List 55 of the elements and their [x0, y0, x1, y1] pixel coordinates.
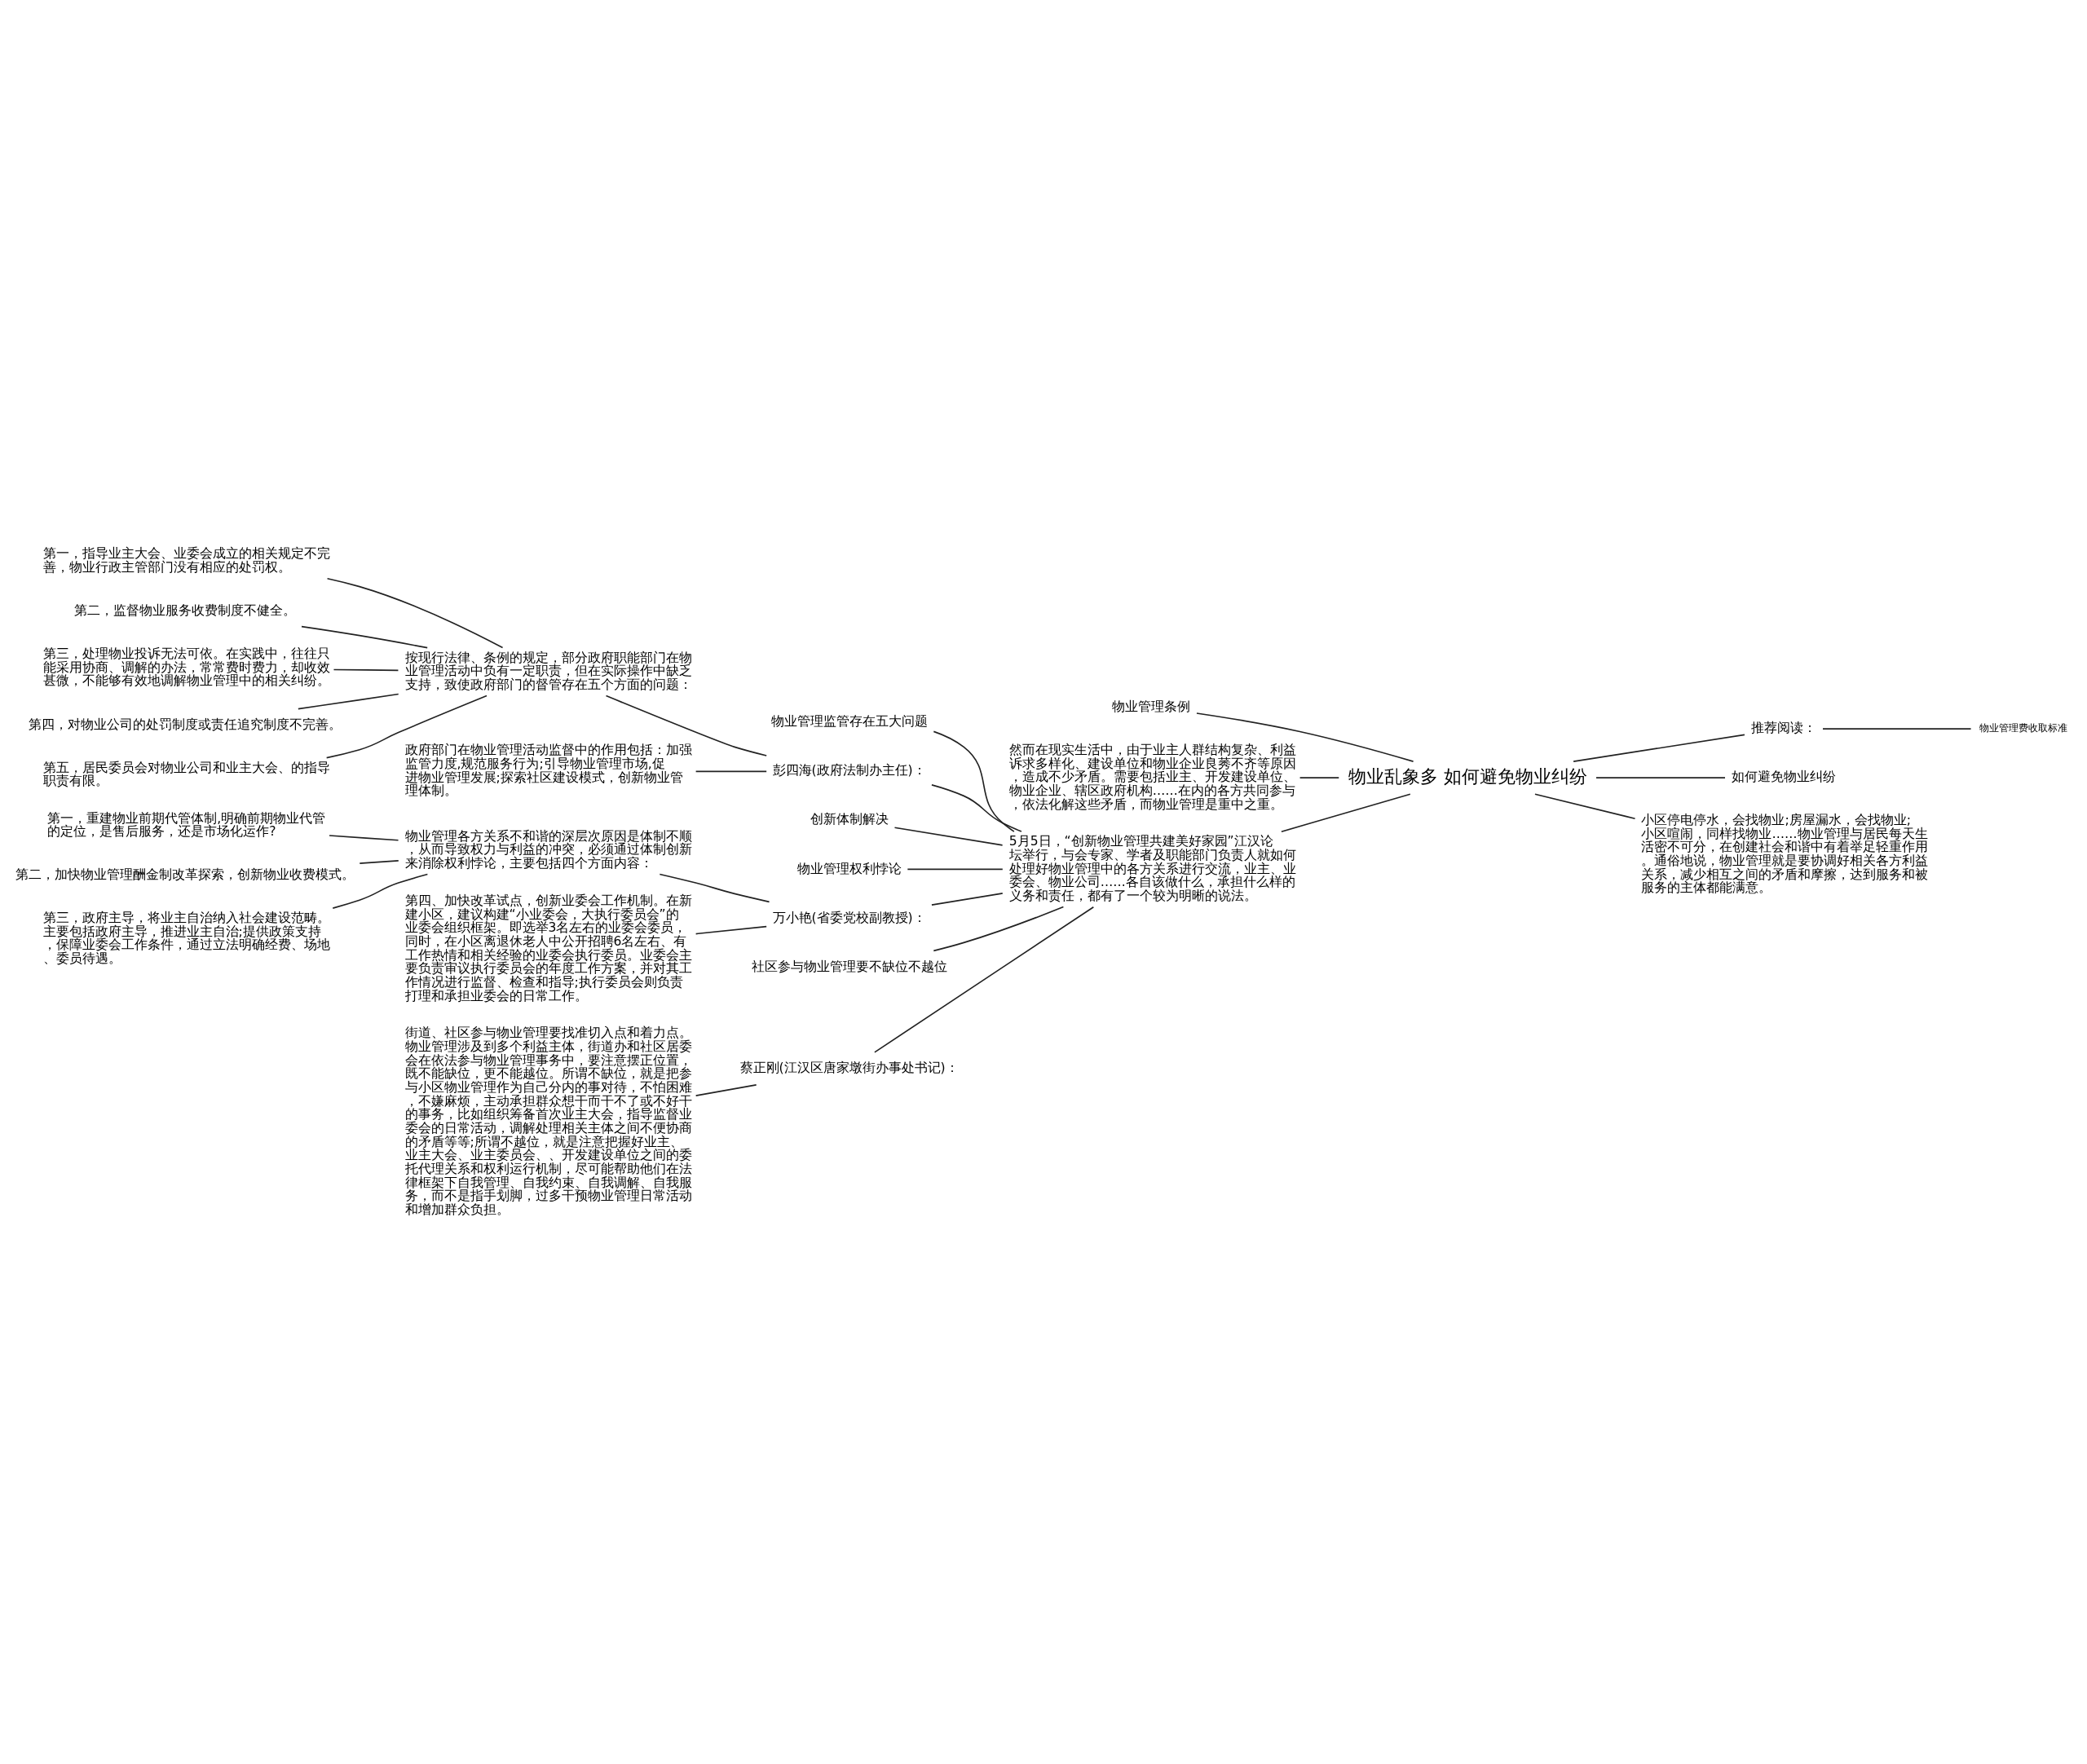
connector — [332, 873, 429, 909]
connector — [931, 892, 1004, 906]
node-text: 第五，居民委员会对物业公司和业主大会、的指导职责有限。 — [42, 760, 330, 788]
node-text: 小区停电停水，会找物业;房屋漏水，会找物业;小区喧闹，同样找物业……物业管理与居民每天生活密不可分，在创建社会和谐中有着举足轻重作用。通俗地说，物业管理就是要协调好相关各方利益关系，减少相互之间的矛盾和摩擦，达到服务和被服务的主体都能满意。 — [1641, 812, 1929, 895]
node-text: 万小艳(省委党校副教授)： — [772, 910, 926, 925]
node-text: 社区参与物业管理要不缺位不越位 — [751, 959, 947, 974]
node-text: 物业管理各方关系不和谐的深层次原因是体制不顺，从而导致权力与利益的冲突，必须通过体制创新来消除权利悖论，主要包括四个方面内容： — [404, 827, 692, 871]
connector — [325, 695, 488, 758]
node-text: 蔡正刚(江汉区唐家墩街办事处书记)： — [739, 1060, 959, 1075]
connector — [931, 783, 1022, 832]
connector — [333, 668, 399, 671]
node-text: 政府部门在物业管理活动监督中的作用包括：加强监管力度,规范服务行为;引导物业管理市场,促进物业管理发展;探索社区建设模式，创新物业管理体制。 — [404, 742, 692, 798]
connector — [1595, 776, 1726, 778]
connector — [605, 695, 768, 756]
node-text: 然而在现实生活中，由于业主人群结构复杂、利益诉求多样化、建设单位和物业企业良莠不齐等原因，造成不少矛盾。需要包括业主、开发建设单位、物业企业、辖区政府机构……在内的各方共同参与，依法化解这些矛盾，而物业管理是重中之重。 — [1008, 742, 1296, 812]
connector — [301, 625, 429, 648]
connector — [695, 770, 767, 772]
connector — [359, 859, 399, 864]
node-text: 第一，指导业主大会、业委会成立的相关规定不完善，物业行政主管部门没有相应的处罚权。 — [42, 545, 330, 575]
connector — [329, 834, 399, 841]
connector — [1281, 792, 1411, 832]
node-text: 第一，重建物业前期代管体制,明确前期物业代管的定位，是售后服务，还是市场化运作? — [47, 810, 326, 839]
connector — [1534, 792, 1636, 819]
connector — [874, 906, 1095, 1053]
connector — [893, 826, 1004, 846]
node-text: 如何避免物业纠纷 — [1731, 769, 1836, 784]
node-text: 第三，政府主导，将业主自治纳入社会建设范畴。主要包括政府主导，推进业主自治;提供政策支持，保障业委会工作条件，通过立法明确经费、场地、委员待遇。 — [42, 910, 330, 966]
connector — [298, 693, 399, 709]
connector — [1196, 712, 1414, 762]
node-text: 物业管理监管存在五大问题 — [770, 713, 928, 729]
node-text: 第四，对物业公司的处罚制度或责任追究制度不完善。 — [29, 717, 342, 732]
node-text: 物业乱象多 如何避免物业纠纷 — [1348, 765, 1587, 787]
node-text: 推荐阅读： — [1750, 720, 1816, 735]
connector — [326, 577, 504, 648]
node-text: 创新体制解决 — [810, 811, 889, 827]
connector — [695, 925, 767, 934]
node-text: 第三，处理物业投诉无法可依。在实践中，往往只能采用协商、调解的办法，常常费时费力，却收效甚微，不能够有效地调解物业管理中的相关纠纷。 — [42, 646, 330, 688]
node-text: 物业管理条例 — [1112, 699, 1191, 714]
node-text: 第二，加快物业管理酬金制改革探索，创新物业收费模式。 — [15, 867, 355, 882]
connector — [1822, 727, 1972, 730]
connector — [1573, 734, 1745, 762]
node-text: 5月5日，“创新物业管理共建美好家园”江汉论坛举行，与会专家、学者及职能部门负责人就如何处理好物业管理中的各方关系进行交流，业主、业委会、物业公司……各自该做什么，承担什么样的义务和责任，都有了一个较为明晰的说法。 — [1008, 833, 1296, 903]
connector — [695, 1083, 757, 1096]
node-text: 第四、加快改革试点，创新业委会工作机制。在新建小区，建议构建“小业委会，大执行委员会”的业委会组织框架。即选举3名左右的业委会委员，同时，在小区离退休老人中公开招聘6名左右、有工作热情和相关经验的业委会执行委员。业委会主要负责审议执行委员会的年度工作方案，并对其工作情况进行监督、检查和指导;执行委员会则负责打理和承担业委会的日常工作。 — [404, 893, 692, 1003]
node-text: 彭四海(政府法制办主任)： — [772, 762, 926, 778]
connector — [933, 906, 1065, 951]
node-text: 按现行法律、条例的规定，部分政府职能部门在物业管理活动中负有一定职责，但在实际操作中缺乏支持，致使政府部门的督管存在五个方面的问题： — [404, 650, 692, 692]
node-text: 第二，监督物业服务收费制度不健全。 — [74, 602, 297, 618]
connector — [907, 868, 1004, 870]
connector — [933, 730, 1015, 832]
node-text: 物业管理权利悖论 — [796, 861, 902, 875]
node-text: 物业管理费收取标准 — [1979, 721, 2068, 734]
connector — [1299, 776, 1340, 778]
node-text: 街道、社区参与物业管理要找准切入点和着力点。物业管理涉及到多个利益主体，街道办和社区居委会在依法参与物业管理事务中，要注意摆正位置，既不能缺位，更不能越位。所谓不缺位，就是把参与小区物业管理作为自己分内的事对待，不怕困难，不嫌麻烦，主动承担群众想干而干不了或不好干的事务，比如组织筹备首次业主大会，指导监督业委会的日常活动，调解处理相关主体之间不便协商的矛盾等等;所谓不越位，就是注意把握好业主、业主大会、业主委员会、、开发建设单位之间的委托代理关系和权利运行机制，尽可能帮助他们在法律框架下自我管理、自我约束、自我调解、自我服务，而不是指手划脚，过多干预物业管理日常活动和增加群众负担。 — [404, 1025, 692, 1217]
connector — [659, 873, 770, 902]
